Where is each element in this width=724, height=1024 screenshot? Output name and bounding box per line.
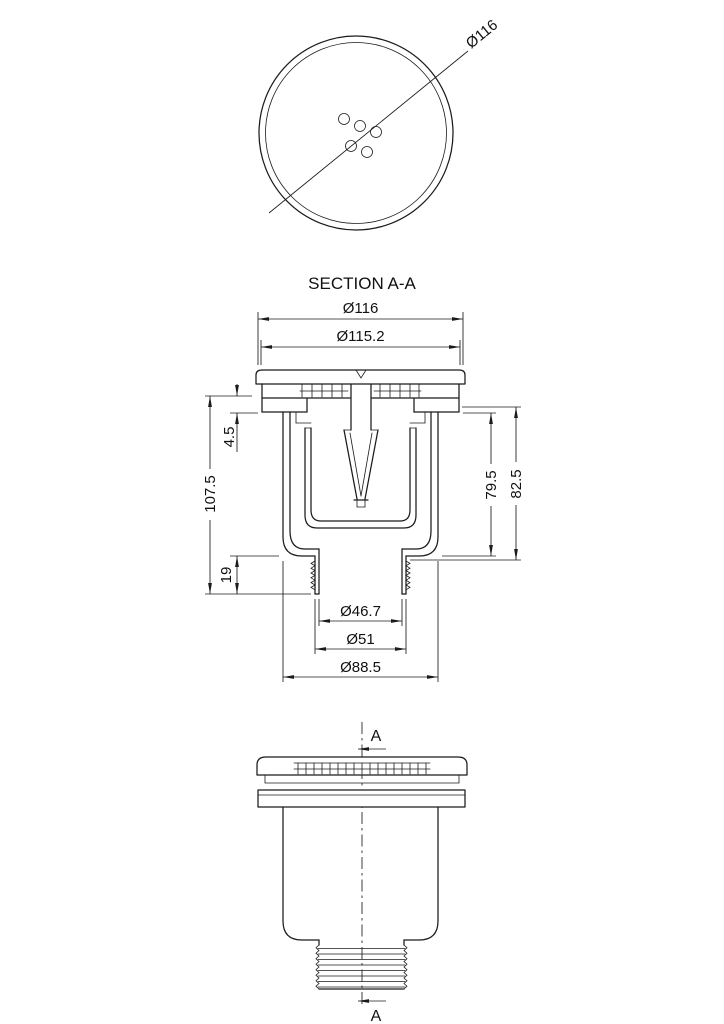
section-title: SECTION A-A bbox=[308, 274, 416, 293]
screw-slot bbox=[355, 369, 367, 379]
section-part-outline bbox=[255, 369, 466, 595]
thread-profile-right bbox=[403, 944, 408, 990]
top-view-diameter-label: Ø116 bbox=[463, 16, 501, 52]
dim-outlet-diameter-label: Ø51 bbox=[346, 631, 374, 648]
outlet-section bbox=[310, 548, 411, 595]
dim-overall-height-label: 107.5 bbox=[202, 475, 219, 513]
trap-cup-section bbox=[295, 411, 426, 529]
dim-body-height: 82.5 bbox=[410, 406, 525, 561]
section-marker-a-top: A bbox=[371, 728, 382, 745]
dim-body-depth-label: 79.5 bbox=[483, 470, 500, 499]
grate-slots bbox=[299, 383, 422, 398]
body-right-front bbox=[403, 806, 439, 941]
cover-skirt-front bbox=[264, 774, 460, 784]
dim-body-diameter-label: Ø88.5 bbox=[340, 659, 381, 676]
dim-outlet-diameter: Ø51 bbox=[314, 599, 407, 654]
dim-body-depth: 79.5 bbox=[442, 412, 500, 557]
dim-flange-diameter: Ø115.2 bbox=[260, 328, 461, 365]
cover-outer-edge bbox=[258, 35, 454, 231]
dim-cover-diameter: Ø116 bbox=[257, 300, 464, 365]
body-walls-section bbox=[282, 411, 439, 557]
top-view: Ø116 bbox=[258, 16, 501, 231]
thread-left bbox=[310, 560, 316, 591]
dim-flange-lip-label: 4.5 bbox=[221, 427, 238, 448]
dim-outlet-bore-label: Ø46.7 bbox=[340, 603, 381, 620]
dim-cover-diameter-label: Ø116 bbox=[343, 300, 379, 317]
dim-flange-lip: 4.5 bbox=[205, 384, 258, 452]
grate-texture bbox=[293, 762, 431, 775]
thread-profile-left bbox=[315, 944, 320, 990]
threaded-outlet-front bbox=[315, 939, 408, 990]
section-view: SECTION A-A Ø116 Ø115.2 bbox=[202, 274, 525, 682]
diameter-leader-line bbox=[268, 50, 469, 214]
dim-outlet-length-label: 19 bbox=[218, 567, 235, 584]
clamp-ring-section bbox=[261, 397, 460, 413]
dim-overall-height: 107.5 bbox=[202, 396, 311, 595]
drain-holes bbox=[338, 113, 382, 158]
dim-outlet-bore: Ø46.7 bbox=[318, 599, 403, 626]
dim-body-diameter: Ø88.5 bbox=[282, 561, 439, 682]
cover-inner-edge bbox=[265, 42, 447, 224]
clamp-ring-front bbox=[257, 789, 466, 808]
central-stem-section bbox=[343, 383, 379, 508]
section-marker-a-bottom: A bbox=[371, 1008, 382, 1024]
dim-flange-diameter-label: Ø115.2 bbox=[336, 328, 384, 345]
front-view: A A bbox=[256, 722, 468, 1024]
dim-body-height-label: 82.5 bbox=[508, 469, 525, 498]
thread-right bbox=[405, 560, 411, 591]
body-left-front bbox=[282, 806, 320, 941]
dim-outlet-length: 19 bbox=[218, 555, 279, 594]
